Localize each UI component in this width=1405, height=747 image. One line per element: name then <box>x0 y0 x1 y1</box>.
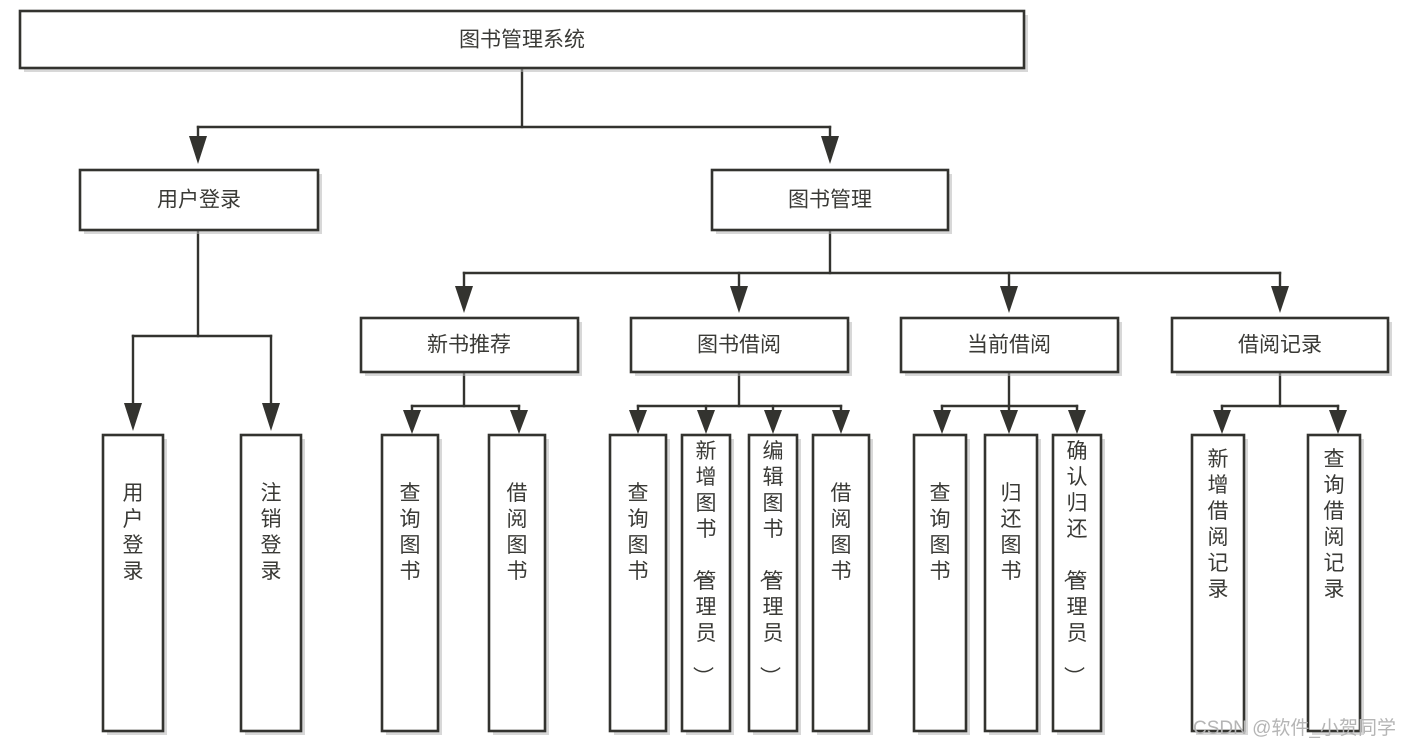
leaf-query-book-3-label: 查询图书 <box>930 482 951 583</box>
arrow-to-leaf-edit-book <box>764 410 782 434</box>
node-leaf-query-book-1[interactable]: 查询图书 <box>380 433 442 735</box>
arrow-to-new-book-recommend <box>455 286 473 313</box>
leaf-query-book-2-box[interactable] <box>608 433 668 733</box>
node-leaf-borrow-book-2[interactable]: 借阅图书 <box>811 433 873 735</box>
node-leaf-edit-book[interactable]: 编辑图书（管理员） <box>747 433 801 735</box>
leaf-query-book-3-box[interactable] <box>912 433 968 733</box>
connector-group-user-login <box>124 230 280 431</box>
leaf-query-book-1-label: 查询图书 <box>400 482 421 583</box>
node-leaf-query-book-3[interactable]: 查询图书 <box>912 433 970 735</box>
leaf-confirm-return-label: 确认归还（管理员） <box>1062 440 1088 687</box>
leaf-user-login-box[interactable] <box>101 433 165 733</box>
arrow-to-leaf-borrow-book-1 <box>510 410 528 434</box>
leaf-borrow-book-2-box[interactable] <box>811 433 871 733</box>
arrow-to-book-manage <box>821 136 839 164</box>
leaf-borrow-book-1-label: 借阅图书 <box>507 482 528 583</box>
node-book-borrow[interactable]: 图书借阅 <box>629 316 852 376</box>
root-box[interactable] <box>18 9 1026 70</box>
arrow-to-leaf-query-book-3 <box>933 410 951 434</box>
leaf-borrow-book-2-label: 借阅图书 <box>831 482 852 583</box>
arrow-to-leaf-confirm-return <box>1068 410 1086 434</box>
connector-group-new-book-recommend <box>403 372 528 434</box>
node-user-login[interactable]: 用户登录 <box>78 168 322 234</box>
leaf-edit-book-box[interactable] <box>747 433 799 733</box>
node-leaf-query-record[interactable]: 查询借阅记录 <box>1306 433 1364 735</box>
node-borrow-record[interactable]: 借阅记录 <box>1170 316 1392 376</box>
node-new-book-recommend[interactable]: 新书推荐 <box>359 316 582 376</box>
leaf-add-book-label: 新增图书（管理员） <box>691 440 717 687</box>
leaf-return-book-label: 归还图书 <box>1001 482 1022 583</box>
leaf-query-book-1-box[interactable] <box>380 433 440 733</box>
leaf-user-login-label: 用户登录 <box>123 482 144 583</box>
node-leaf-user-login[interactable]: 用户登录 <box>101 433 167 735</box>
arrow-to-book-borrow <box>730 286 748 313</box>
current-borrow-box[interactable] <box>899 316 1120 374</box>
connector-group-borrow-record <box>1213 372 1347 434</box>
node-leaf-confirm-return[interactable]: 确认归还（管理员） <box>1051 433 1105 735</box>
connector-group-book-borrow <box>629 372 850 434</box>
arrow-to-current-borrow <box>1000 286 1018 313</box>
leaf-return-book-box[interactable] <box>983 433 1039 733</box>
arrow-to-leaf-user-login <box>124 403 142 431</box>
book-manage-box[interactable] <box>710 168 950 232</box>
leaf-logout-label: 注销登录 <box>261 482 282 583</box>
arrow-to-leaf-add-record <box>1213 410 1231 434</box>
arrow-to-leaf-query-book-1 <box>403 410 421 434</box>
connector-group-current-borrow <box>933 372 1086 434</box>
csdn-watermark: CSDN @软件_小贺同学 <box>1193 717 1396 739</box>
node-leaf-add-record[interactable]: 新增借阅记录 <box>1190 433 1248 735</box>
new-book-recommend-label: 新书推荐 <box>427 334 511 357</box>
arrow-to-leaf-query-book-2 <box>629 410 647 434</box>
arrow-to-user-login <box>189 136 207 164</box>
node-leaf-add-book[interactable]: 新增图书（管理员） <box>680 433 734 735</box>
arrow-to-leaf-return-book <box>1000 410 1018 434</box>
node-root[interactable]: 图书管理系统 <box>18 9 1028 72</box>
node-current-borrow[interactable]: 当前借阅 <box>899 316 1122 376</box>
node-leaf-query-book-2[interactable]: 查询图书 <box>608 433 670 735</box>
borrow-record-label: 借阅记录 <box>1238 334 1322 357</box>
user-login-box[interactable] <box>78 168 320 232</box>
leaf-query-book-2-label: 查询图书 <box>628 482 649 583</box>
book-borrow-label: 图书借阅 <box>697 334 781 357</box>
arrow-to-borrow-record <box>1271 286 1289 313</box>
arrow-to-leaf-borrow-book-2 <box>832 410 850 434</box>
leaf-add-record-label: 新增借阅记录 <box>1208 448 1229 601</box>
node-leaf-logout[interactable]: 注销登录 <box>239 433 305 735</box>
arrow-to-leaf-query-record <box>1329 410 1347 434</box>
connector-group-root <box>189 66 839 164</box>
leaf-query-record-label: 查询借阅记录 <box>1324 448 1345 601</box>
leaf-query-record-box[interactable] <box>1306 433 1362 733</box>
arrow-to-leaf-add-book <box>697 410 715 434</box>
book-borrow-box[interactable] <box>629 316 850 374</box>
leaf-edit-book-label: 编辑图书（管理员） <box>758 440 784 687</box>
user-login-label: 用户登录 <box>157 189 241 212</box>
leaf-borrow-book-1-box[interactable] <box>487 433 547 733</box>
node-book-manage[interactable]: 图书管理 <box>710 168 952 234</box>
leaf-logout-box[interactable] <box>239 433 303 733</box>
borrow-record-box[interactable] <box>1170 316 1390 374</box>
leaf-confirm-return-box[interactable] <box>1051 433 1103 733</box>
leaf-add-book-box[interactable] <box>680 433 732 733</box>
leaf-add-record-box[interactable] <box>1190 433 1246 733</box>
node-leaf-return-book[interactable]: 归还图书 <box>983 433 1041 735</box>
book-manage-label: 图书管理 <box>788 189 872 212</box>
arrow-to-leaf-logout <box>262 403 280 431</box>
new-book-recommend-box[interactable] <box>359 316 580 374</box>
root-label: 图书管理系统 <box>459 29 585 52</box>
connector-group-book-manage <box>455 230 1289 313</box>
current-borrow-label: 当前借阅 <box>967 334 1051 357</box>
node-leaf-borrow-book-1[interactable]: 借阅图书 <box>487 433 549 735</box>
